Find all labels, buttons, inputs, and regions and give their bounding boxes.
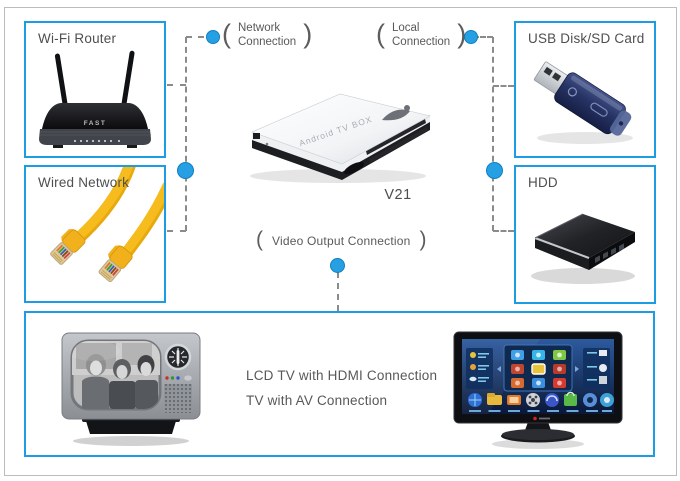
wifi-connector [167, 84, 186, 86]
wired-network-panel: Wired Network [24, 165, 166, 303]
network-line1: Network [238, 22, 281, 34]
hdd-panel: HDD [514, 165, 656, 304]
av-connection-text: TV with AV Connection [246, 393, 388, 408]
wired-connector [167, 230, 186, 232]
tv-box-image: Android TV BOX [250, 93, 431, 183]
usb-connector [493, 85, 514, 87]
device-model-label: V21 [384, 187, 412, 203]
local-node-dot [464, 30, 478, 44]
wifi-router-label: Wi-Fi Router [38, 31, 117, 46]
paren-open: ( [376, 18, 385, 49]
right-bus-line [492, 37, 494, 231]
video-output-connection-label: ( Video Output Connection ) [256, 228, 427, 251]
wifi-router-panel: Wi-Fi Router FAST [24, 21, 166, 158]
left-bus-line [185, 37, 187, 231]
video-node-dot [330, 258, 345, 273]
paren-open: ( [256, 228, 263, 251]
local-label-connector [473, 36, 493, 38]
paren-close: ) [419, 228, 427, 251]
network-node-dot [206, 30, 220, 44]
wired-network-label: Wired Network [38, 175, 130, 190]
video-label: Video Output Connection [272, 233, 411, 248]
ethernet-cables-image [50, 167, 164, 283]
rj45-connector [98, 245, 133, 283]
paren-close: ) [457, 18, 467, 49]
rj45-connector [50, 229, 86, 265]
lcd-tv-image [453, 331, 623, 449]
hdmi-connection-text: LCD TV with HDMI Connection [246, 368, 438, 383]
video-output-panel: LCD TV with HDMI Connection TV with AV C… [24, 311, 655, 457]
left-bus-dot [177, 162, 194, 179]
hdd-label: HDD [528, 175, 558, 190]
video-connector-line [337, 272, 339, 311]
local-line1: Local [392, 22, 420, 34]
paren-open: ( [222, 18, 231, 49]
paren-close: ) [303, 18, 313, 49]
hdd-connector [493, 230, 514, 232]
router-brand-text: FAST [84, 120, 107, 127]
hdd-image [531, 213, 635, 284]
usb-panel: USB Disk/SD Card [514, 21, 656, 158]
usb-label: USB Disk/SD Card [528, 31, 645, 46]
local-connection-label: ( Local Connection ) [376, 18, 467, 50]
network-connection-label: ( Network Connection ) [222, 18, 313, 50]
network-line2: Connection [238, 36, 297, 49]
right-bus-dot [486, 162, 503, 179]
network-label-connector [186, 36, 204, 38]
crt-tv-image [61, 332, 201, 446]
usb-stick-image [533, 61, 633, 144]
local-line2: Connection [392, 36, 451, 49]
wifi-router-image: FAST [39, 50, 151, 148]
